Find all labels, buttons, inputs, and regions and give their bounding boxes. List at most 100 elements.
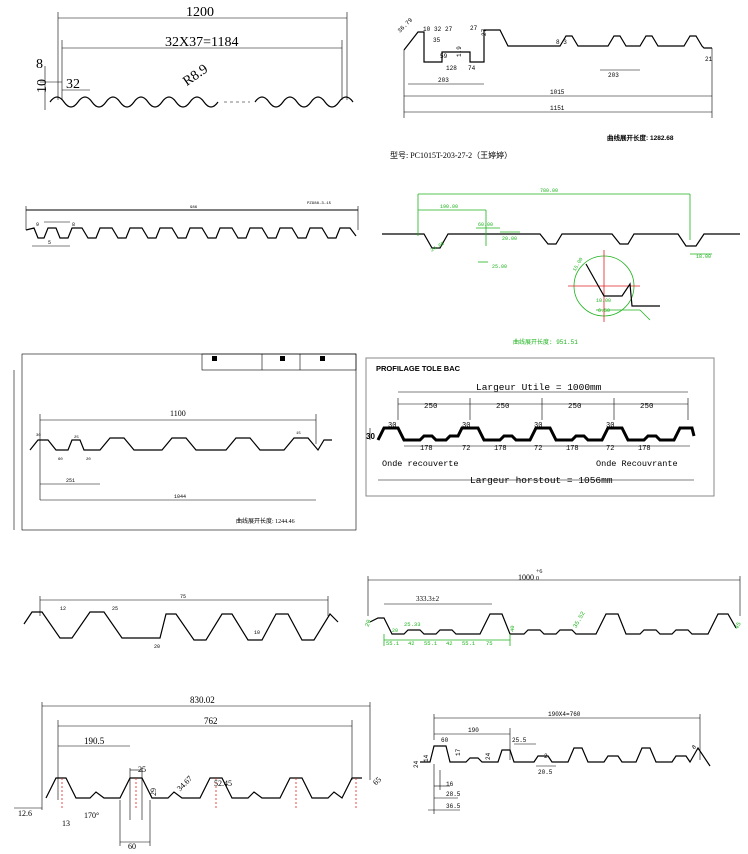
dim-6-5: 6.50 (598, 308, 610, 314)
dim-74: 74 (468, 65, 476, 72)
dim-203a: 203 (438, 77, 449, 84)
h-24a: 24 (413, 760, 420, 768)
panel-7-profile-75: 75 12 25 20 10 (23, 594, 339, 650)
overall-width-label: Largeur horstout = 1056mm (470, 475, 613, 486)
dim-20: 20.00 (502, 236, 517, 242)
panel-2-profile-1015: 36.79 10 32 27 35 59 1.9 27 27 128 74 20… (390, 16, 713, 160)
dim-1015: 1015 (550, 89, 565, 96)
overall-986: 986 (190, 206, 198, 210)
pitch-190b: 190 (468, 727, 479, 734)
bottom-d: 42 (446, 640, 453, 647)
top-1: 30 (388, 422, 396, 430)
dim-13: 13 (62, 819, 70, 828)
bottom-4: 72 (534, 445, 542, 453)
total-760: 190X4=760 (548, 711, 581, 718)
dim-25: 25.00 (492, 264, 507, 270)
pitch-label: 32X37=1184 (165, 35, 239, 50)
pitch-3: 250 (568, 403, 582, 411)
top-25: 25 (138, 765, 146, 774)
dim-1-9: 1.9 (456, 46, 463, 57)
bottom-c: 55.1 (424, 640, 438, 647)
b-36-5: 36.5 (446, 803, 461, 810)
trapezoid-profile-3 (25, 227, 357, 239)
dim-8b: 8 (690, 743, 698, 751)
dim-9: 9 (36, 222, 39, 228)
curve-length-note-5: 曲线展开长度: 1244.46 (236, 517, 295, 525)
h-17: 17 (455, 748, 462, 756)
dim-24-65: 24.65 (430, 241, 446, 254)
dim-10c: 10 (254, 630, 260, 636)
curve-length-note-4: 曲线展开长度: 951.51 (513, 338, 578, 346)
dim-20-5: 20.5 (538, 769, 553, 776)
left-wave-label: Onde recouverte (382, 459, 459, 469)
profile-code: PZ988-3-15 (307, 202, 332, 206)
b-16: 16 (446, 781, 454, 788)
top-2: 30 (462, 422, 470, 430)
dim-10: 10 (423, 26, 431, 33)
dim-12: 12 (60, 606, 66, 612)
height-30: 30 (366, 432, 375, 441)
dim-35-52: 35.52 (572, 610, 587, 629)
dim-34-67: 34.67 (175, 774, 194, 793)
pitch-4: 250 (640, 403, 654, 411)
dim-15b: 15 (296, 432, 301, 436)
dim-190: 190.00 (440, 204, 458, 210)
bottom-e: 55.1 (462, 640, 476, 647)
dim-59: 59 (440, 53, 448, 60)
trapezoid-profile-7 (23, 611, 339, 641)
bottom-2: 72 (462, 445, 470, 453)
trapezoid-profile-8 (369, 613, 737, 635)
h-14: 14 (423, 754, 430, 762)
dim-780: 780.00 (540, 188, 558, 194)
radius-label: R8.9 (180, 62, 211, 90)
pitch-1: 250 (424, 403, 438, 411)
panel-4-profile-780: 780.00 190.00 60.00 20.00 25.00 24.65 18… (382, 188, 740, 346)
pitch-333: 333.3±2 (416, 595, 440, 603)
total-width-label: 1200 (186, 5, 214, 20)
dim-27b: 27 (470, 25, 478, 32)
dim-128: 128 (446, 65, 457, 72)
profile-title: PROFILAGE TOLE BAC (376, 364, 461, 373)
dim-21: 21 (705, 56, 713, 63)
total-1000: 1000 (518, 573, 534, 582)
dim-20d: 20 (364, 618, 373, 628)
dim-35: 35 (433, 37, 441, 44)
dim-1044: 1044 (174, 494, 186, 500)
bottom-5: 178 (566, 445, 579, 453)
dim-8-3: 8.3 (556, 39, 567, 46)
dim-1100: 1100 (170, 409, 186, 418)
panel-1-profile-1200: 1200 32X37=1184 8 10 32 R8.9 (35, 5, 354, 110)
dim-20b: 20 (86, 458, 91, 462)
right-wave-label: Onde Recouvrante (596, 459, 678, 469)
dim-65: 65 (371, 775, 383, 787)
dim-251: 251 (66, 478, 75, 484)
top-3: 30 (534, 422, 542, 430)
bottom-6: 72 (606, 445, 614, 453)
dim-60b: 60 (58, 458, 63, 462)
panel-10-profile-760: 190X4=760 190 60 25.5 2 20.5 24 14 17 24… (413, 711, 711, 814)
wave-width-label: 32 (66, 77, 80, 92)
height-label-10: 10 (35, 79, 50, 93)
dim-30: 30 (36, 434, 41, 438)
pitch-190: 190.5 (84, 736, 105, 746)
dim-10b: 10.00 (596, 298, 611, 304)
dim-75: 75 (180, 594, 186, 600)
tol-up: +6 (536, 569, 542, 575)
top-60: 60 (441, 737, 449, 744)
height-label-8: 8 (36, 57, 43, 72)
total-830: 830.02 (190, 695, 215, 705)
panel-5-profile-1100: 1100 251 1044 30 60 25 15 20 曲线展开长度: 124… (13, 353, 357, 531)
height-29: 29 (149, 788, 158, 796)
bottom-b: 42 (408, 640, 415, 647)
panel-8-profile-1000: 1000 +6 0 333.3±2 55.1 42 55.1 42 55.1 7… (364, 569, 743, 647)
dim-20e: 20 (392, 628, 398, 634)
dim-8: 8 (72, 222, 75, 228)
h-24b: 24 (485, 752, 492, 760)
dim-5: 5 (48, 240, 51, 246)
dim-1151: 1151 (550, 105, 565, 112)
bottom-f: 75 (486, 640, 493, 647)
trapezoid-profile (403, 29, 712, 63)
dim-52-45: 52.45 (214, 779, 232, 788)
panel-9-profile-762: 830.02 762 190.5 25 29 34.67 52.45 170° … (14, 695, 383, 851)
